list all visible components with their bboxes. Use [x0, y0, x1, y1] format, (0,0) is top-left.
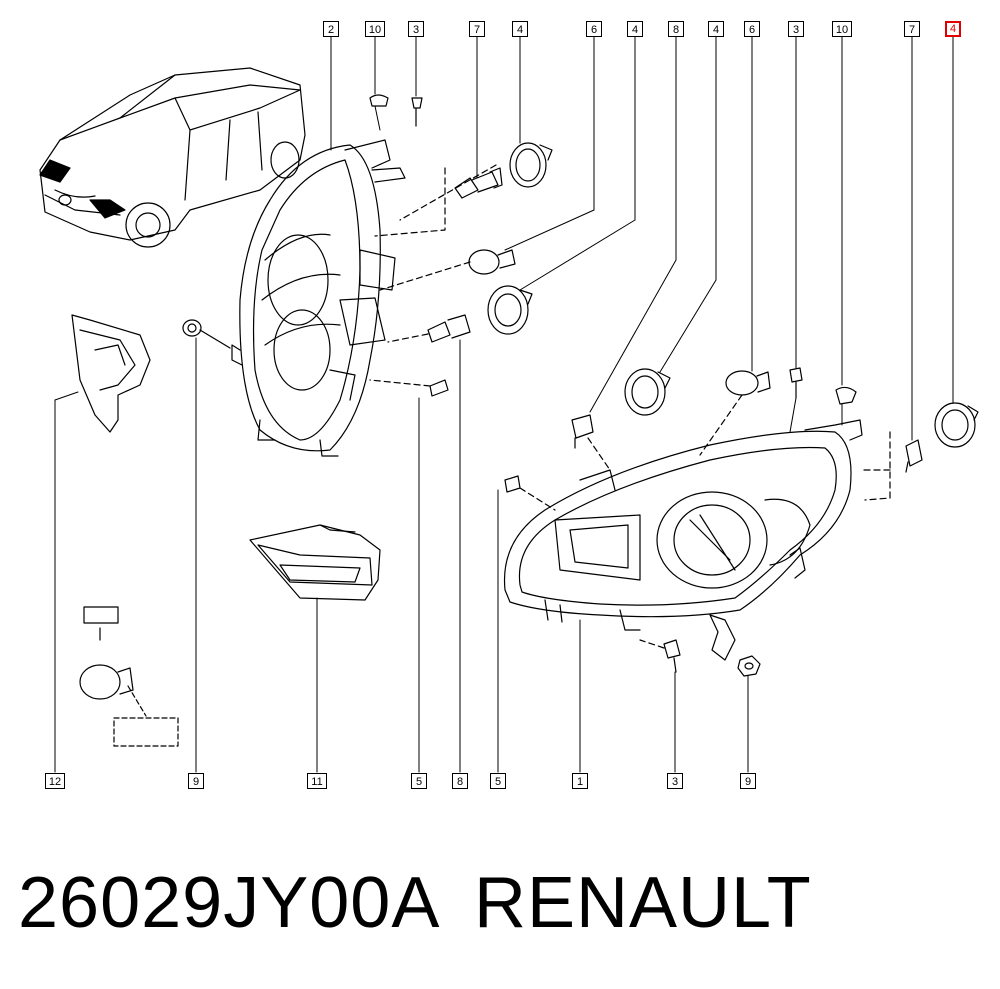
- callout-3: 3: [408, 21, 424, 37]
- headlamp-housing-upper: [231, 139, 406, 457]
- clip-upper: [369, 94, 389, 107]
- nut-lower: [737, 655, 761, 677]
- cap-upper-b: [487, 285, 533, 335]
- cap-upper-a: [509, 142, 553, 188]
- bulb-amber-right: [725, 370, 771, 396]
- callout-8: 8: [452, 773, 468, 789]
- vehicle-illustration: [39, 67, 306, 248]
- callout-4: 4: [627, 21, 643, 37]
- callout-leaders: [54, 36, 954, 773]
- callout-12: 12: [45, 773, 65, 789]
- callout-10: 10: [365, 21, 385, 37]
- callout-3: 3: [788, 21, 804, 37]
- cap-right-b: [934, 402, 979, 448]
- bulb-h7-right: [905, 439, 923, 473]
- screw-upper: [411, 97, 423, 127]
- headlamp-assembly-main: [503, 419, 863, 661]
- callout-4: 4: [708, 21, 724, 37]
- leader-dashes-upper: [369, 164, 497, 387]
- callout-5: 5: [411, 773, 427, 789]
- callout-11: 11: [307, 773, 327, 789]
- callout-4-highlighted: 4: [945, 21, 961, 37]
- callout-7: 7: [469, 21, 485, 37]
- leader-dashes-lower: [519, 394, 891, 649]
- fog-lamp: [249, 524, 381, 601]
- part-number: 26029JY00A: [18, 863, 441, 943]
- callout-1: 1: [572, 773, 588, 789]
- callout-9: 9: [188, 773, 204, 789]
- clip-lower: [504, 475, 521, 493]
- grommet-left: [182, 319, 202, 337]
- callout-5: 5: [490, 773, 506, 789]
- leader-grommet: [199, 329, 231, 349]
- bulb-h7-upper: [454, 167, 503, 199]
- bulb-h1-right: [571, 414, 594, 449]
- callout-6: 6: [744, 21, 760, 37]
- callout-10: 10: [832, 21, 852, 37]
- screw-right: [789, 367, 803, 399]
- callout-4: 4: [512, 21, 528, 37]
- callout-7: 7: [904, 21, 920, 37]
- clip-right: [835, 386, 857, 405]
- side-marker-housing: [71, 314, 151, 433]
- callout-9: 9: [740, 773, 756, 789]
- brand-name: RENAULT: [474, 863, 812, 943]
- bulb-amber-upper: [468, 249, 516, 275]
- callout-3: 3: [667, 773, 683, 789]
- callout-2: 2: [323, 21, 339, 37]
- bulb-lower-left: [79, 606, 179, 747]
- callout-6: 6: [586, 21, 602, 37]
- callout-8: 8: [668, 21, 684, 37]
- cap-right-a: [624, 368, 671, 416]
- screw-lower: [663, 639, 681, 673]
- clip-middle: [429, 379, 449, 397]
- bulb-h1-middle: [427, 314, 471, 343]
